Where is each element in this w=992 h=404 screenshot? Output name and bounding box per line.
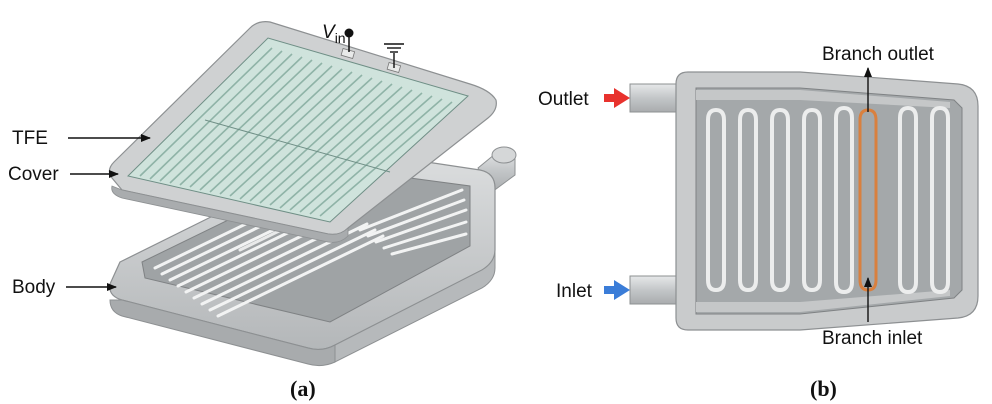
body-label: Body bbox=[12, 277, 56, 298]
branch-inlet-label: Branch inlet bbox=[822, 328, 923, 349]
cover-part bbox=[108, 21, 497, 243]
cover-label: Cover bbox=[8, 164, 59, 185]
channels-upper bbox=[706, 105, 950, 200]
vin-main: V bbox=[322, 22, 337, 43]
ground-icon bbox=[384, 43, 404, 68]
panel-b-caption: (b) bbox=[810, 376, 837, 401]
inlet-label: Inlet bbox=[556, 281, 593, 302]
outlet-arrow bbox=[604, 88, 630, 108]
vin-sub: in bbox=[335, 30, 346, 46]
vin-terminal: Vin bbox=[322, 22, 354, 52]
panel-a: Vin TFE Cover Body (a) bbox=[8, 21, 517, 401]
branch-outlet-label: Branch outlet bbox=[822, 44, 935, 65]
panel-b: Outlet Inlet Branch outlet Branch inlet … bbox=[538, 44, 979, 401]
tfe-traces bbox=[139, 47, 453, 217]
outlet-label: Outlet bbox=[538, 89, 589, 110]
inlet-arrow bbox=[604, 280, 630, 300]
panel-a-caption: (a) bbox=[290, 376, 316, 401]
body-part bbox=[109, 146, 517, 367]
channels-lower bbox=[706, 200, 950, 295]
tfe-label: TFE bbox=[12, 128, 48, 149]
vin-label: Vin bbox=[322, 22, 346, 46]
